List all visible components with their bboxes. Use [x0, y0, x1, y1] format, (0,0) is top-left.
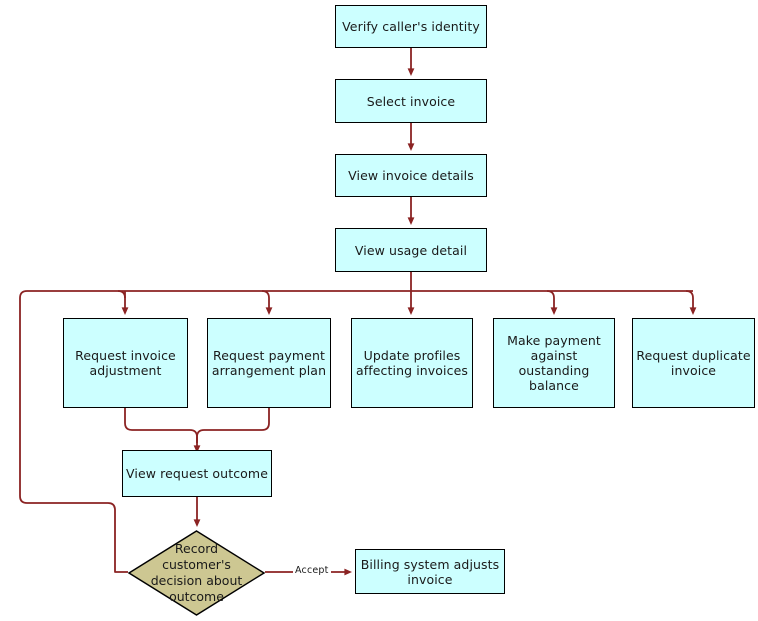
node-billing-system-adjusts-invoice[interactable]: Billing system adjusts invoice — [355, 549, 505, 594]
node-label: Request duplicate invoice — [636, 348, 751, 378]
node-label: Billing system adjusts invoice — [360, 556, 500, 587]
node-verify-callers-identity[interactable]: Verify caller's identity — [335, 5, 487, 48]
node-update-profiles-affecting-invoices[interactable]: Update profiles affecting invoices — [351, 318, 473, 408]
edge-bus-drop-2-curve — [261, 290, 270, 299]
node-view-request-outcome[interactable]: View request outcome — [122, 450, 272, 497]
return-rail-top-corner — [19, 290, 128, 573]
edge-adjustment-to-outcome — [124, 408, 198, 443]
node-view-usage-detail[interactable]: View usage detail — [335, 228, 487, 272]
edge-bus-drop-1-curve — [117, 290, 126, 299]
node-record-customers-decision-about-outcome[interactable]: Record customer's decision about outcome — [128, 530, 265, 616]
node-request-payment-arrangement-plan[interactable]: Request payment arrangement plan — [207, 318, 331, 408]
decision-diamond-shape — [128, 530, 265, 616]
node-make-payment-against-oustanding-balance[interactable]: Make payment against oustanding balance — [493, 318, 615, 408]
edge-bus-drop-4-curve — [546, 290, 555, 299]
node-label: View usage detail — [354, 242, 468, 258]
node-view-invoice-details[interactable]: View invoice details — [335, 154, 487, 197]
node-label: Request invoice adjustment — [75, 348, 176, 378]
node-select-invoice[interactable]: Select invoice — [335, 79, 487, 123]
node-label: Verify caller's identity — [342, 19, 480, 34]
node-request-duplicate-invoice[interactable]: Request duplicate invoice — [632, 318, 755, 408]
node-label: Update profiles affecting invoices — [355, 348, 469, 378]
edge-label-accept: Accept — [293, 565, 331, 576]
node-label: Request payment arrangement plan — [211, 348, 327, 378]
node-label: Make payment against oustanding balance — [507, 333, 601, 393]
node-label: View invoice details — [348, 168, 474, 183]
edge-bus-drop-5-curve — [685, 290, 694, 299]
node-label: Select invoice — [366, 93, 456, 109]
edge-payment-plan-to-outcome — [196, 408, 270, 443]
node-request-invoice-adjustment[interactable]: Request invoice adjustment — [63, 318, 188, 408]
node-label: View request outcome — [126, 466, 268, 481]
node-label: Record customer's decision about outcome — [150, 541, 243, 604]
